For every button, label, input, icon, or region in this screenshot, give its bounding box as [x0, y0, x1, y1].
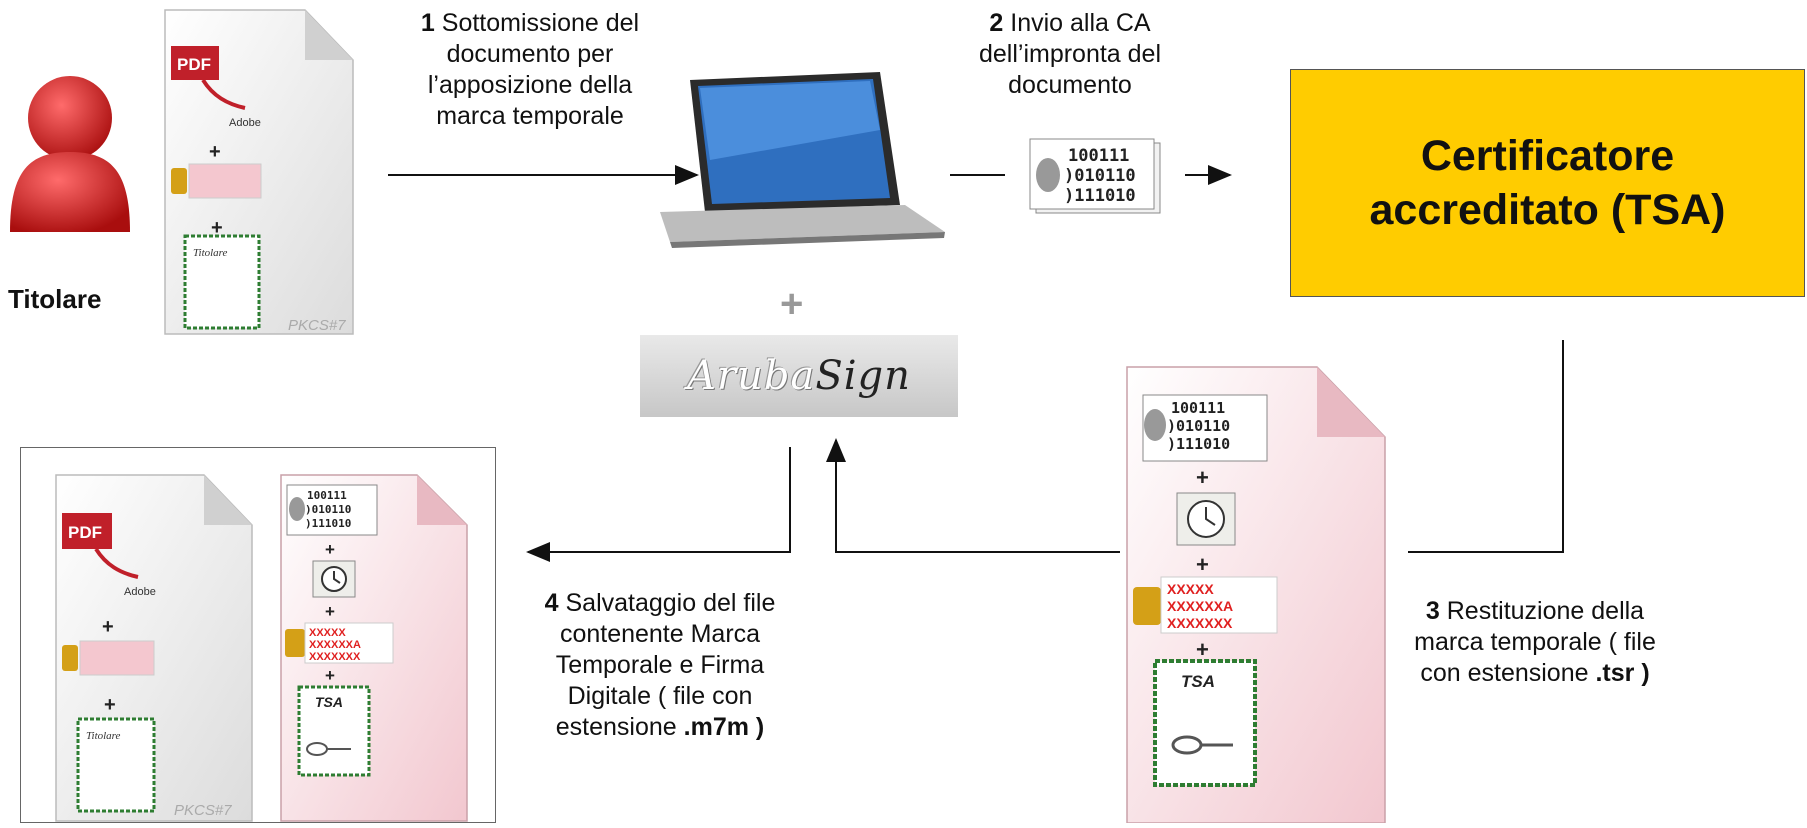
- svg-text:+: +: [1196, 637, 1209, 662]
- svg-text:+: +: [209, 141, 221, 163]
- step2-line3: documento: [1008, 71, 1132, 99]
- svg-text:TSA: TSA: [315, 694, 343, 710]
- step4-extension: .m7m ): [683, 713, 765, 741]
- step4-line3: Temporale e Firma: [555, 651, 765, 679]
- svg-text:XXXXXXA: XXXXXXA: [309, 639, 361, 651]
- svg-text:100111: 100111: [307, 489, 347, 502]
- svg-text:PKCS#7: PKCS#7: [174, 802, 232, 819]
- svg-text:+: +: [211, 217, 223, 239]
- step1-number: 1: [420, 9, 435, 37]
- svg-text:XXXXXXA: XXXXXXA: [1167, 598, 1233, 614]
- step2-line1: Invio alla CA: [1010, 9, 1151, 37]
- svg-text:Adobe: Adobe: [124, 586, 156, 598]
- step4-line2: contenente Marca: [559, 620, 761, 648]
- svg-text:100111: 100111: [1171, 399, 1225, 417]
- step3-number: 3: [1425, 597, 1440, 625]
- timestamp-tsr-document: 100111 )010110 )111010 + + XXXXX XXXXXXA…: [1125, 365, 1387, 824]
- svg-text:+: +: [325, 666, 335, 685]
- step2-text: 2 Invio alla CA dell’impronta del docume…: [935, 8, 1205, 101]
- output-pkcs7-document: PDF Adobe + + Titolare PKCS#7: [54, 473, 254, 823]
- output-m7m-box: PDF Adobe + + Titolare PKCS#7 100111 )01…: [20, 447, 496, 823]
- svg-text:)010110: )010110: [305, 503, 351, 516]
- user-icon: [10, 76, 130, 232]
- svg-text:)111010: )111010: [305, 517, 351, 530]
- step2-number: 2: [989, 9, 1004, 37]
- svg-text:XXXXX: XXXXX: [309, 627, 346, 639]
- tsa-certifier-box: Certificatore accreditato (TSA): [1290, 69, 1805, 297]
- arrow-step3-return: [1408, 340, 1564, 553]
- svg-text:+: +: [1196, 465, 1209, 490]
- step1-line4: marca temporale: [436, 102, 624, 130]
- output-timestamp-document: 100111 )010110 )111010 + + XXXXX XXXXXXA…: [279, 473, 469, 823]
- svg-text:+: +: [104, 694, 116, 716]
- svg-text:PDF: PDF: [68, 523, 102, 542]
- step1-line2: documento per: [446, 40, 614, 68]
- svg-text:+: +: [102, 616, 114, 638]
- svg-text:Titolare: Titolare: [193, 247, 228, 259]
- tsa-line1: Certificatore: [1420, 132, 1675, 180]
- tsa-line2: accreditato (TSA): [1369, 186, 1726, 234]
- signed-document-pkcs7: PDF Adobe + + Titolare PKCS#7: [163, 8, 355, 336]
- laptop-icon: [660, 72, 945, 248]
- step3-extension: .tsr ): [1595, 659, 1650, 687]
- svg-text:XXXXX: XXXXX: [1167, 581, 1214, 597]
- arubasign-logo: ArubaSign: [640, 335, 958, 417]
- svg-text:XXXXXXX: XXXXXXX: [309, 651, 361, 663]
- step4-text: 4 Salvataggio del file contenente Marca …: [515, 588, 805, 743]
- plus-sign: +: [780, 282, 804, 326]
- step3-line2: marca temporale ( file: [1414, 628, 1656, 656]
- svg-text:)111010: )111010: [1167, 435, 1230, 453]
- svg-text:PKCS#7: PKCS#7: [288, 317, 346, 334]
- svg-text:TSA: TSA: [1181, 672, 1215, 691]
- svg-text:)111010: )111010: [1064, 186, 1136, 206]
- svg-text:)010110: )010110: [1064, 166, 1136, 186]
- step2-line2: dell’impronta del: [978, 40, 1162, 68]
- svg-text:+: +: [1196, 552, 1209, 577]
- svg-text:Titolare: Titolare: [86, 730, 121, 742]
- step1-text: 1 Sottomissione del documento per l’appo…: [380, 8, 680, 132]
- step4-line4: Digitale ( file con: [567, 682, 753, 710]
- svg-text:+: +: [325, 602, 335, 621]
- step3-line1: Restituzione della: [1446, 597, 1645, 625]
- svg-text:XXXXXXX: XXXXXXX: [1167, 615, 1233, 631]
- user-label: Titolare: [8, 284, 102, 314]
- svg-text:)010110: )010110: [1167, 417, 1230, 435]
- svg-text:100111: 100111: [1068, 146, 1129, 166]
- step4-line5: estensione: [555, 713, 684, 741]
- svg-text:Adobe: Adobe: [229, 117, 261, 129]
- step1-line1: Sottomissione del: [441, 9, 640, 37]
- step4-line1: Salvataggio del file: [565, 589, 776, 617]
- step1-line3: l’apposizione della: [427, 71, 633, 99]
- arrow-step3-up: [826, 438, 1120, 553]
- arrow-step4-save: [526, 447, 791, 562]
- pdf-label-a: PDF: [177, 55, 211, 74]
- tsa-label: Certificatore accreditato (TSA): [1369, 129, 1725, 237]
- hash-icon: 100111 )010110 )111010: [1028, 137, 1168, 217]
- svg-text:+: +: [325, 540, 335, 559]
- step4-number: 4: [544, 589, 559, 617]
- step3-line3: con estensione: [1420, 659, 1596, 687]
- step3-text: 3 Restituzione della marca temporale ( f…: [1410, 596, 1660, 689]
